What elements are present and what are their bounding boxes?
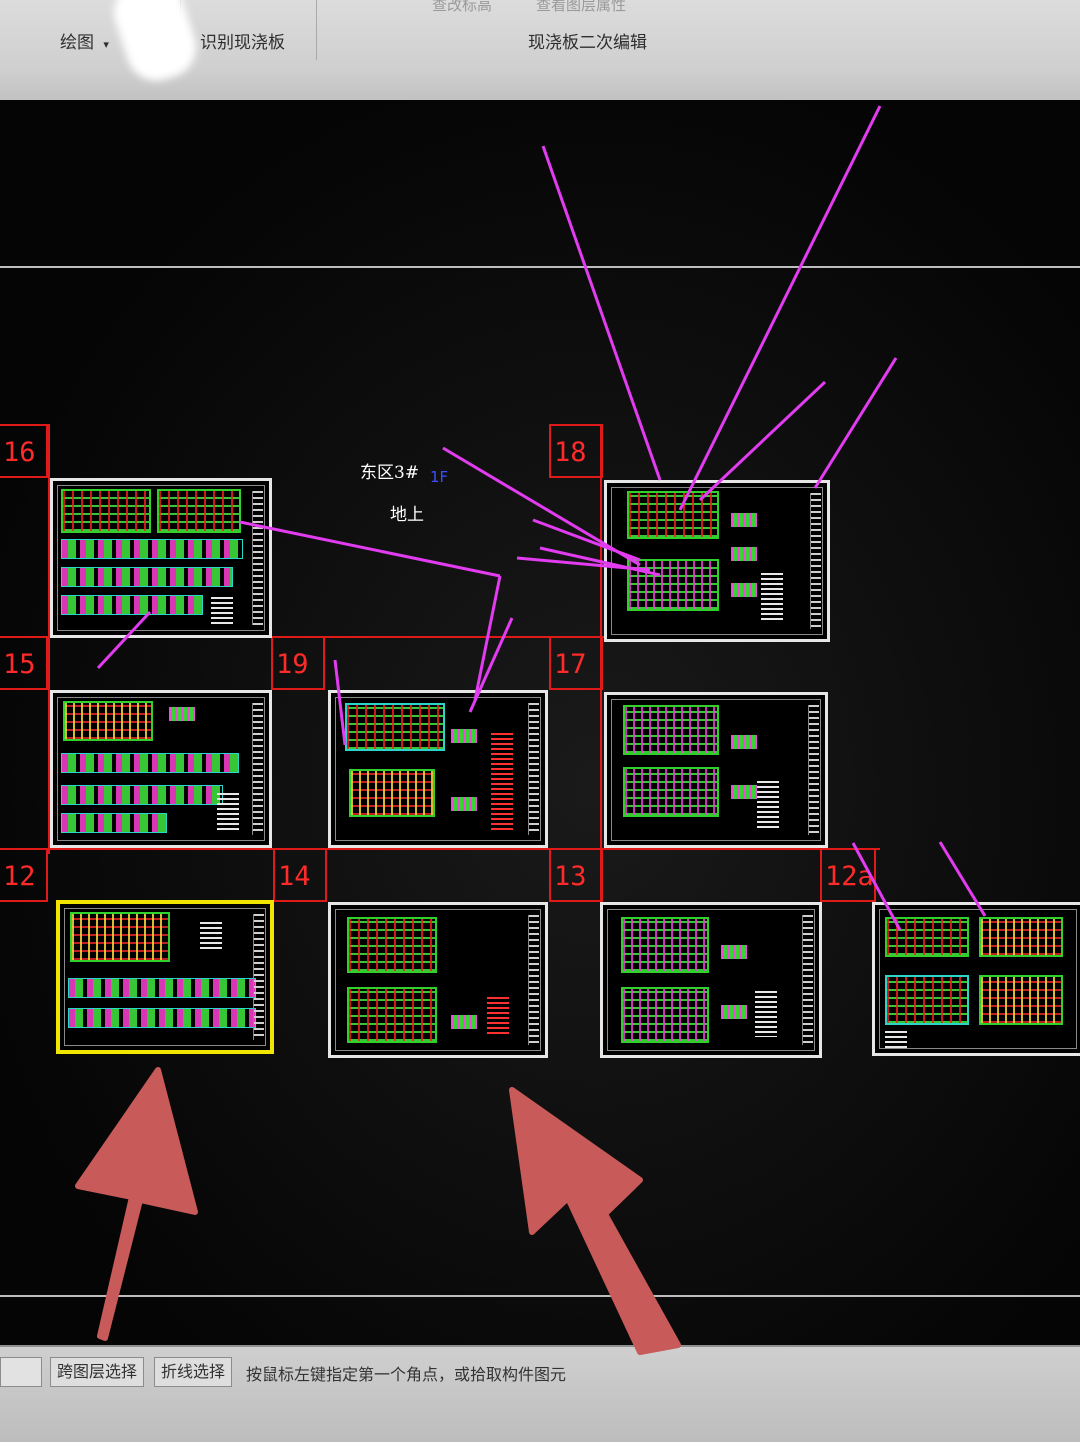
cell-label-12a: 12a [820,848,876,902]
detail-row [61,785,223,805]
detail-item [731,785,757,799]
detail-item [731,513,757,527]
drawing-canvas[interactable]: 16 18 15 19 17 12 14 13 12a 东区3# 1F 地上 [0,100,1080,1345]
faded-hint-elevation: 查改标高 [432,0,493,14]
title-block [528,915,539,1045]
drawing-sheet-15[interactable] [50,690,272,848]
detail-item [169,707,195,721]
cell-label-12: 12 [0,848,48,902]
detail-item [731,583,757,597]
floor-plan [345,703,445,751]
floor-plan [347,917,437,973]
notes-block [761,573,783,623]
cell-label-16: 16 [0,424,48,478]
ribbon-separator [316,0,317,60]
drawing-sheet-19[interactable] [328,690,548,848]
detail-item [721,945,747,959]
detail-row [61,753,239,773]
floor-plan [61,489,151,533]
floor-plan [623,767,719,817]
title-block [810,493,821,629]
floor-plan [979,975,1063,1025]
notes-block [217,793,239,833]
drawing-sheet-12-selected[interactable] [56,900,274,1054]
draw-menu-label: 绘图 [60,33,94,53]
floor-plan [157,489,241,533]
title-block [808,705,819,835]
title-block [528,703,539,835]
identify-slab-button[interactable]: 识别现浇板 [200,33,285,53]
floor-plan [70,912,170,962]
detail-item [451,729,477,743]
floor-plan [349,769,435,817]
detail-row [68,1008,256,1028]
cell-label-13: 13 [549,848,603,902]
floor-plan [627,559,719,611]
polyline-select-toggle[interactable]: 折线选择 [154,1357,233,1387]
floor-plan [347,987,437,1043]
cell-label-19: 19 [271,636,325,690]
title-block [253,914,264,1040]
detail-item [451,1015,477,1029]
floor-plan [621,987,709,1043]
floor-plan [885,975,969,1025]
draw-menu[interactable]: 绘图 ▾ [60,28,109,53]
ground-annotation: 地上 [390,505,424,525]
zone-annotation: 东区3# [360,463,420,483]
ribbon-toolbar: 查改标高 查看图层属性 绘图 ▾ 识别现浇板 现浇板二次编辑 [0,0,1080,102]
chevron-down-icon: ▾ [103,38,109,51]
notes-block [885,1031,907,1049]
drawing-sheet-12a[interactable] [872,902,1080,1056]
status-bar: 跨图层选择 折线选择 按鼠标左键指定第一个角点，或拾取构件图元 [0,1345,1080,1442]
drawing-sheet-14[interactable] [328,902,548,1058]
floor-annotation: 1F [430,468,449,486]
floor-plan [621,917,709,973]
detail-row [61,813,167,833]
notes-block [211,597,233,627]
drawing-sheet-17[interactable] [604,692,828,848]
drawing-sheet-18[interactable] [604,480,830,642]
canvas-boundary-bottom [0,1295,1080,1297]
notes-block [487,997,509,1037]
cell-label-18: 18 [549,424,603,478]
cross-layer-select-toggle[interactable]: 跨图层选择 [50,1357,145,1387]
drawing-sheet-16[interactable] [50,478,272,638]
notes-block [491,733,513,833]
drawing-sheet-13[interactable] [600,902,822,1058]
detail-item [731,547,757,561]
notes-block [200,922,222,952]
canvas-boundary-top [0,266,1080,268]
detail-row [61,539,243,559]
detail-row [61,567,233,587]
slab-secondary-edit-button[interactable]: 现浇板二次编辑 [528,33,647,53]
cell-rule [48,424,50,854]
detail-row [61,595,203,615]
floor-plan [63,701,153,741]
screen-glare [106,0,204,89]
floor-plan [623,705,719,755]
notes-block [755,991,777,1037]
title-block [802,915,813,1045]
notes-block [757,781,779,831]
faded-hint-layer: 查看图层属性 [536,0,627,14]
detail-item [721,1005,747,1019]
cell-rule [0,848,880,850]
detail-item [731,735,757,749]
floor-plan [885,917,969,957]
detail-item [451,797,477,811]
cell-label-15: 15 [0,636,48,690]
command-prompt: 按鼠标左键指定第一个角点，或拾取构件图元 [246,1365,567,1384]
title-block [252,703,263,835]
floor-plan [979,917,1063,957]
title-block [252,491,263,625]
detail-row [68,978,256,998]
floor-plan [627,491,719,539]
layer-dropdown[interactable] [0,1357,42,1387]
cell-label-14: 14 [273,848,327,902]
cell-label-17: 17 [549,636,603,690]
